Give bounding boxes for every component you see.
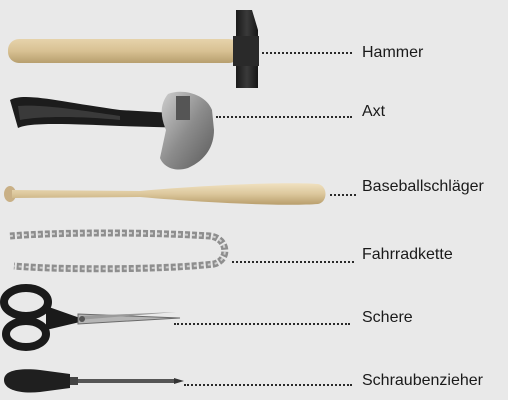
axe-icon (0, 86, 230, 176)
tool-row-axe: Axt (0, 86, 508, 176)
bat-leader (330, 194, 356, 196)
bat-label: Baseballschläger (362, 178, 484, 196)
tool-row-hammer: Hammer (0, 8, 508, 94)
tool-row-scissors: Schere (0, 282, 508, 352)
axe-label: Axt (362, 103, 385, 121)
tool-row-bat: Baseballschläger (0, 174, 508, 214)
tool-row-screwdriver: Schraubenzieher (0, 366, 508, 396)
chain-label: Fahrradkette (362, 246, 453, 264)
axe-leader (216, 116, 352, 118)
scissors-leader (174, 323, 350, 325)
bicycle-chain-icon (0, 226, 240, 276)
tool-row-chain: Fahrradkette (0, 226, 508, 276)
scissors-icon (0, 282, 190, 352)
baseball-bat-icon (0, 174, 330, 214)
hammer-leader (262, 52, 352, 54)
chain-leader (232, 261, 354, 263)
hammer-label: Hammer (362, 44, 423, 62)
hammer-icon (0, 8, 270, 94)
screwdriver-icon (0, 366, 190, 396)
screwdriver-leader (184, 384, 352, 386)
screwdriver-label: Schraubenzieher (362, 372, 483, 390)
scissors-label: Schere (362, 309, 413, 327)
